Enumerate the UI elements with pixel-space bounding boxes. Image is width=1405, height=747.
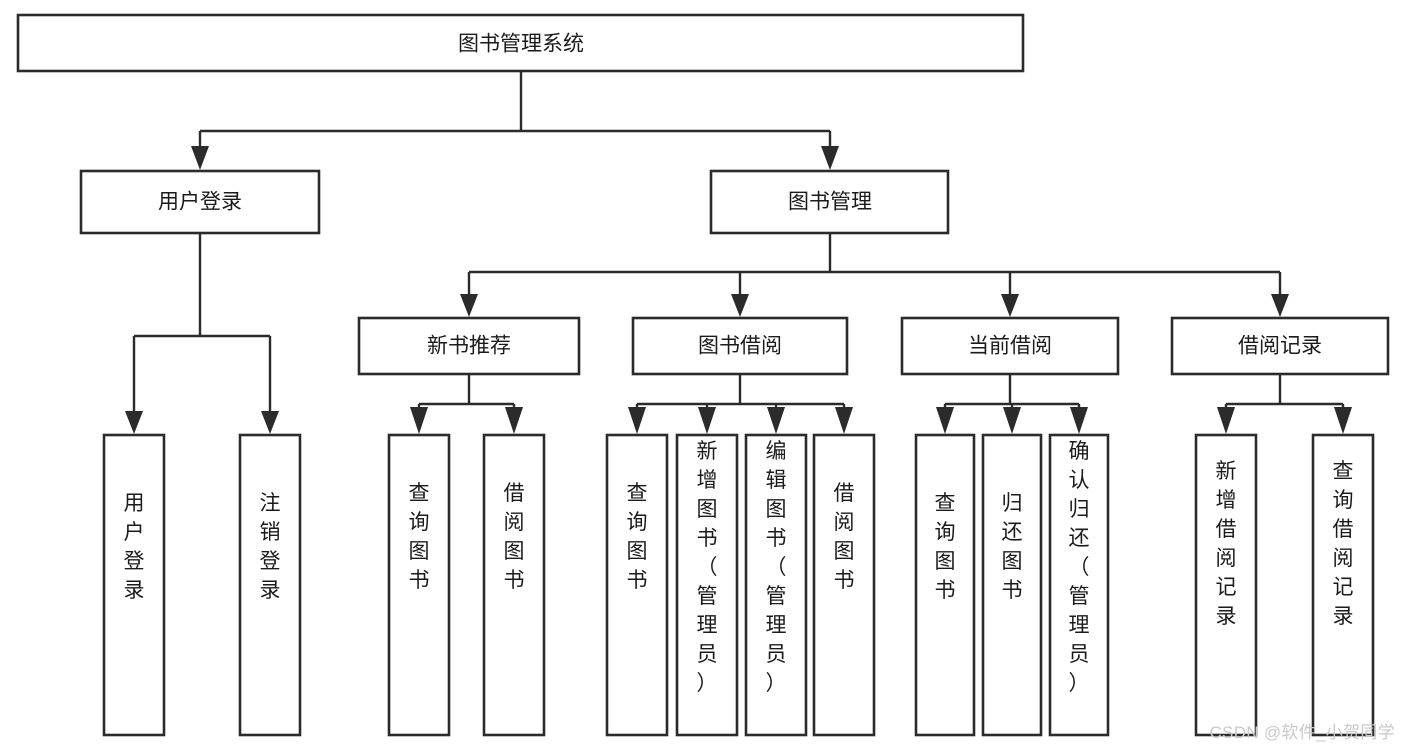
node-leaf-confirm-return-admin-box[interactable] xyxy=(1048,433,1110,737)
node-book-management[interactable]: 图书管理 xyxy=(709,169,950,235)
arrow-leaf-edit-book-admin xyxy=(767,407,785,434)
node-root-box[interactable] xyxy=(16,13,1025,73)
node-leaf-logout[interactable]: 注销登录 xyxy=(238,433,302,737)
node-leaf-user-login[interactable]: 用户登录 xyxy=(102,433,166,737)
node-root[interactable]: 图书管理系统 xyxy=(16,13,1025,73)
node-leaf-query-books-borrow-box[interactable] xyxy=(605,433,669,737)
arrow-user-login xyxy=(191,146,209,170)
node-leaf-query-borrow-record-box[interactable] xyxy=(1311,433,1375,737)
node-user-login[interactable]: 用户登录 xyxy=(79,169,321,235)
node-leaf-query-books-recommend-box[interactable] xyxy=(387,433,451,737)
node-new-book-recommend-box[interactable] xyxy=(357,316,581,376)
connector-new-book-recommend-to-leaves xyxy=(410,374,523,434)
node-leaf-query-books-recommend-label: 查询图书 xyxy=(409,482,430,592)
node-leaf-query-books-current-box[interactable] xyxy=(914,433,976,737)
node-leaf-add-book-admin-label: 新增图书（管理员） xyxy=(697,440,718,695)
connector-current-borrow-to-leaves xyxy=(936,374,1088,434)
node-leaf-return-books-label: 归还图书 xyxy=(1002,492,1023,602)
arrow-leaf-user-login xyxy=(125,411,143,434)
node-borrow-record-box[interactable] xyxy=(1170,316,1390,376)
node-leaf-return-books[interactable]: 归还图书 xyxy=(981,433,1043,737)
connector-root-to-level2 xyxy=(191,71,839,170)
node-book-borrow-box[interactable] xyxy=(631,316,849,376)
node-leaf-query-books-current-label: 查询图书 xyxy=(935,492,956,602)
connector-borrow-record-to-leaves xyxy=(1217,374,1352,434)
node-leaf-user-login-label: 用户登录 xyxy=(124,492,145,602)
node-leaf-user-login-box[interactable] xyxy=(102,433,166,737)
node-leaf-confirm-return-admin-label: 确认归还（管理员） xyxy=(1069,440,1090,695)
node-leaf-borrow-books[interactable]: 借阅图书 xyxy=(812,433,876,737)
node-new-book-recommend-label: 新书推荐 xyxy=(427,335,511,358)
node-leaf-logout-box[interactable] xyxy=(238,433,302,737)
arrow-leaf-query-books-recommend xyxy=(410,407,428,434)
node-leaf-borrow-books-label: 借阅图书 xyxy=(834,482,855,592)
connector-layer xyxy=(125,71,1352,434)
node-leaf-return-books-box[interactable] xyxy=(981,433,1043,737)
arrow-new-book-recommend xyxy=(460,294,478,317)
connector-user-login-to-leaves xyxy=(125,233,279,434)
node-leaf-edit-book-admin-box[interactable] xyxy=(744,433,808,737)
node-leaf-edit-book-admin-label: 编辑图书（管理员） xyxy=(766,440,787,695)
node-current-borrow[interactable]: 当前借阅 xyxy=(900,316,1120,376)
node-leaf-query-borrow-record-label: 查询借阅记录 xyxy=(1333,460,1354,628)
node-user-login-label: 用户登录 xyxy=(158,191,242,214)
arrow-leaf-logout xyxy=(261,411,279,434)
node-book-borrow[interactable]: 图书借阅 xyxy=(631,316,849,376)
node-leaf-logout-label: 注销登录 xyxy=(260,492,281,602)
node-book-management-label: 图书管理 xyxy=(788,191,872,214)
node-leaf-query-borrow-record[interactable]: 查询借阅记录 xyxy=(1311,433,1375,737)
arrow-borrow-record xyxy=(1271,294,1289,317)
arrow-book-borrow xyxy=(731,294,749,317)
node-leaf-add-borrow-record-label: 新增借阅记录 xyxy=(1216,460,1237,628)
node-leaf-query-books-current[interactable]: 查询图书 xyxy=(914,433,976,737)
arrow-leaf-add-borrow-record xyxy=(1217,407,1235,434)
arrow-leaf-query-borrow-record xyxy=(1334,407,1352,434)
node-leaf-add-borrow-record[interactable]: 新增借阅记录 xyxy=(1194,433,1258,737)
arrow-book-management xyxy=(821,146,839,170)
node-leaf-borrow-books-recommend-label: 借阅图书 xyxy=(504,482,525,592)
arrow-leaf-add-book-admin xyxy=(698,407,716,434)
node-current-borrow-box[interactable] xyxy=(900,316,1120,376)
node-book-management-box[interactable] xyxy=(709,169,950,235)
node-leaf-query-books-borrow-label: 查询图书 xyxy=(627,482,648,592)
arrow-leaf-query-books-borrow xyxy=(628,407,646,434)
node-leaf-query-books-recommend[interactable]: 查询图书 xyxy=(387,433,451,737)
arrow-leaf-return-books xyxy=(1003,407,1021,434)
arrow-leaf-query-books-current xyxy=(936,407,954,434)
csdn-watermark: CSDN @软件_小贺同学 xyxy=(1209,723,1395,742)
node-user-login-box[interactable] xyxy=(79,169,321,235)
node-leaf-borrow-books-box[interactable] xyxy=(812,433,876,737)
node-leaf-add-book-admin[interactable]: 新增图书（管理员） xyxy=(675,433,739,737)
node-leaf-borrow-books-recommend-box[interactable] xyxy=(482,433,546,737)
node-borrow-record[interactable]: 借阅记录 xyxy=(1170,316,1390,376)
connector-book-borrow-to-leaves xyxy=(628,374,853,434)
node-new-book-recommend[interactable]: 新书推荐 xyxy=(357,316,581,376)
arrow-leaf-confirm-return-admin xyxy=(1070,407,1088,434)
node-leaf-borrow-books-recommend[interactable]: 借阅图书 xyxy=(482,433,546,737)
node-root-label: 图书管理系统 xyxy=(458,33,584,56)
node-book-borrow-label: 图书借阅 xyxy=(698,335,782,358)
node-leaf-confirm-return-admin[interactable]: 确认归还（管理员） xyxy=(1048,433,1110,737)
arrow-leaf-borrow-books xyxy=(835,407,853,434)
node-leaf-add-borrow-record-box[interactable] xyxy=(1194,433,1258,737)
node-leaf-edit-book-admin[interactable]: 编辑图书（管理员） xyxy=(744,433,808,737)
node-leaf-add-book-admin-box[interactable] xyxy=(675,433,739,737)
arrow-leaf-borrow-books-recommend xyxy=(505,407,523,434)
node-borrow-record-label: 借阅记录 xyxy=(1238,335,1322,358)
node-leaf-query-books-borrow[interactable]: 查询图书 xyxy=(605,433,669,737)
node-current-borrow-label: 当前借阅 xyxy=(968,335,1052,358)
arrow-current-borrow xyxy=(1001,294,1019,317)
connector-book-management-to-level3 xyxy=(460,233,1289,317)
